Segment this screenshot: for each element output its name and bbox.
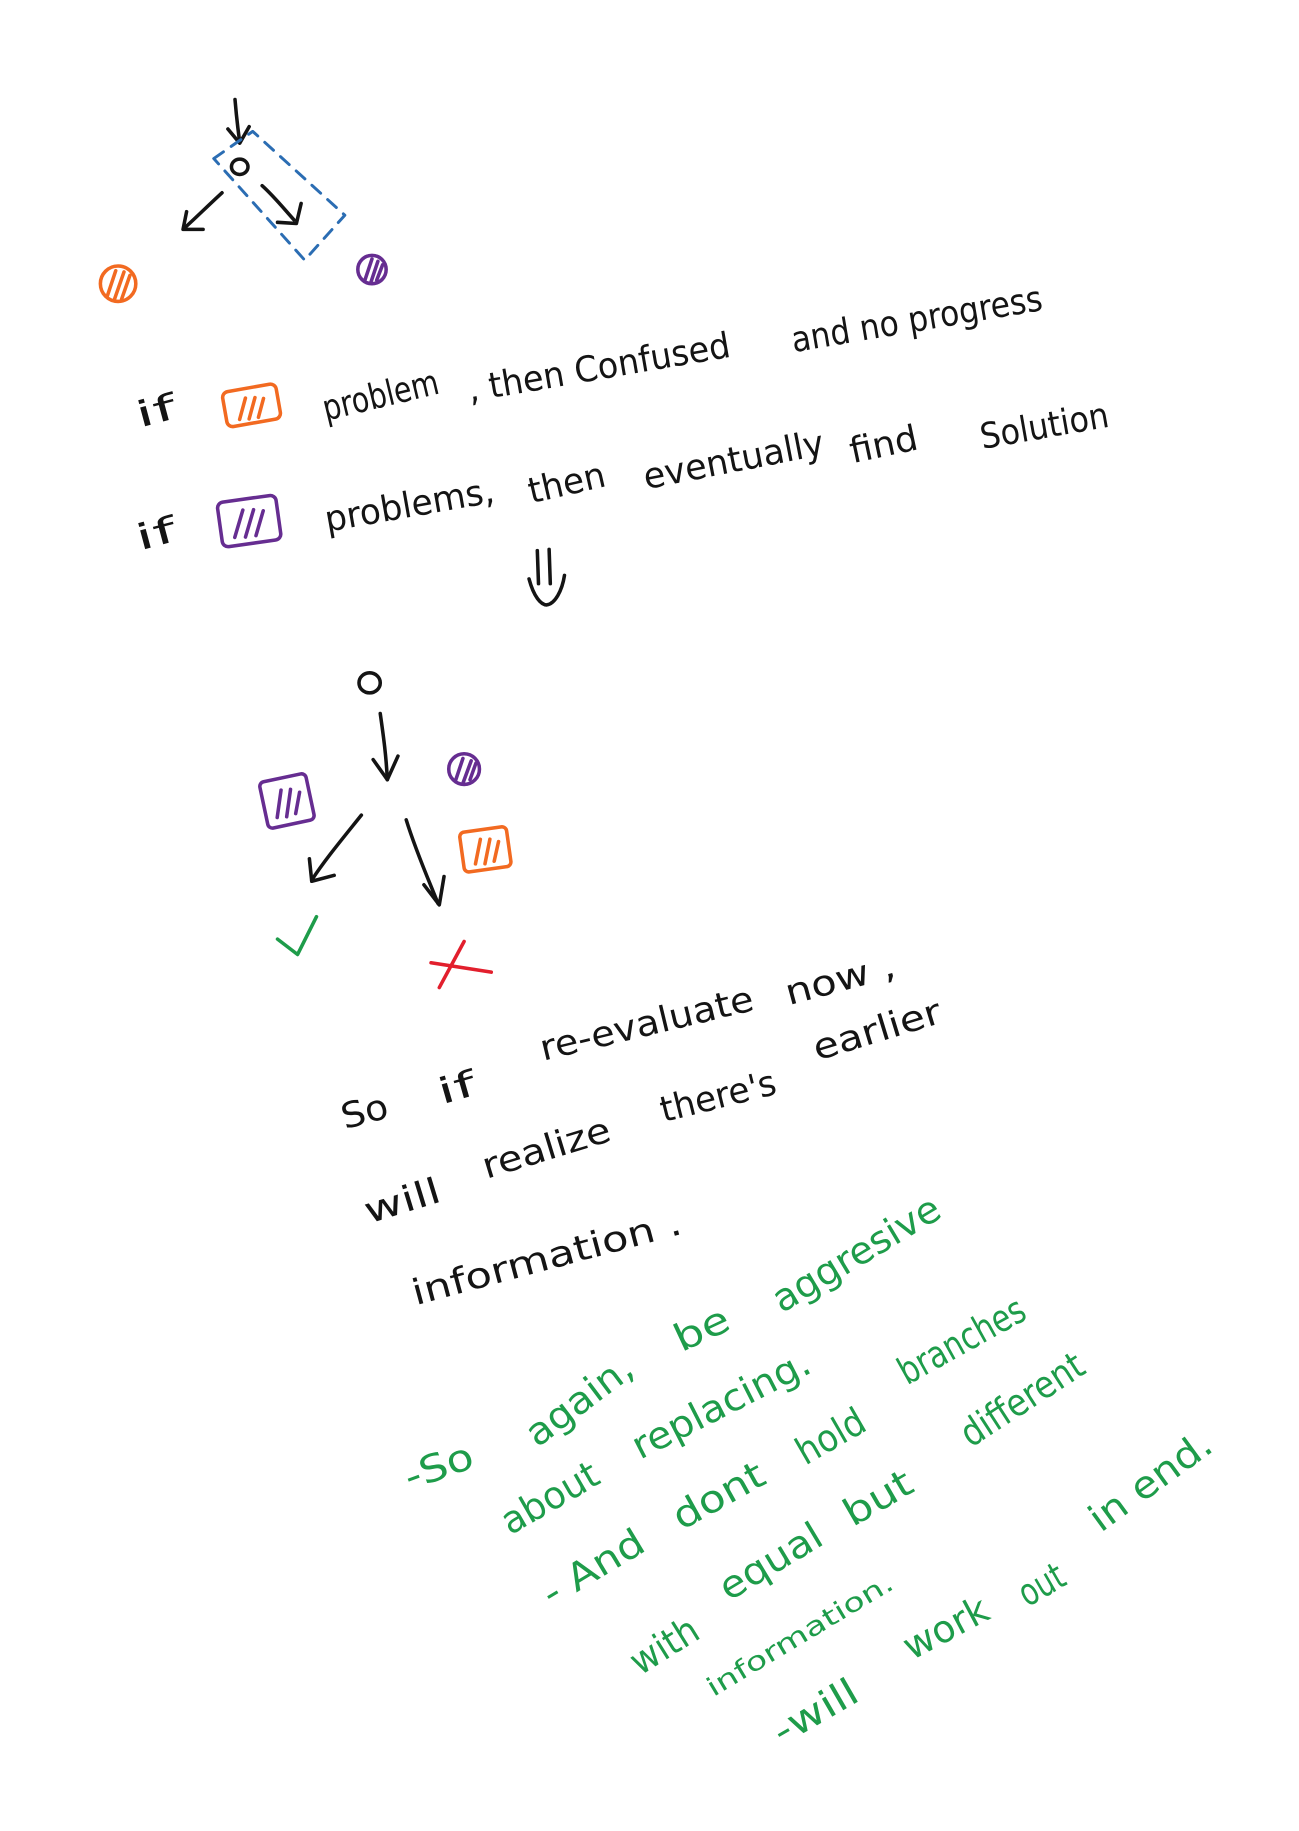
left-child-arrow-icon: [307, 813, 364, 884]
conclusion-word: So: [337, 1086, 393, 1138]
purple-square-outline: [215, 493, 283, 549]
right-branch-arrow-head: [275, 201, 303, 226]
orange-square-hatch: [237, 395, 266, 422]
top-branch-diagram: [98, 97, 388, 304]
purple-circle-hatch: [363, 257, 385, 285]
orange-hatched-circle-icon: [98, 264, 138, 304]
dashed-selection-box: [212, 129, 347, 262]
note-word: - And: [533, 1520, 652, 1615]
note-word: -So: [398, 1433, 480, 1499]
statement-purple-find: find: [846, 418, 922, 472]
conclusion-word: now ,: [781, 945, 900, 1014]
conclusion-word: realize: [477, 1110, 615, 1188]
left-child-arrow-shaft: [309, 813, 364, 882]
note-word: dont: [664, 1452, 772, 1539]
purple-hatched-circle-icon: [356, 253, 388, 286]
statement-purple-eventually: eventually: [640, 423, 828, 498]
tree-purple-square-outline: [258, 772, 316, 830]
note-word: out: [1010, 1554, 1073, 1616]
tree-orange-square-outline: [458, 825, 513, 874]
note-word: in end.: [1080, 1422, 1221, 1541]
right-child-arrow-shaft: [404, 818, 440, 906]
double-arrow-head: [527, 573, 567, 607]
statement-orange: if problem , then Confused and no progre…: [131, 278, 1045, 436]
purple-hatched-square-icon: [215, 493, 283, 549]
purple-hatched-circle-icon: [446, 751, 482, 787]
conclusion-word: re-evaluate: [536, 979, 758, 1070]
check-mark-icon: [275, 914, 319, 957]
statement-purple-solution: Solution: [977, 395, 1112, 458]
double-arrow-strokes: [535, 547, 553, 586]
note-word: be: [667, 1297, 737, 1361]
left-branch-arrow-icon: [181, 191, 224, 232]
note-word: with: [622, 1608, 707, 1684]
left-child-arrow-head: [307, 857, 336, 884]
note-word: about: [493, 1452, 607, 1543]
orange-square-outline: [220, 382, 283, 429]
statement-purple-problems: problems,: [322, 470, 498, 540]
purple-square-hatch: [233, 507, 265, 540]
note-word: equal: [711, 1513, 831, 1609]
statement-orange-problem: problem: [318, 362, 442, 429]
tree-orange-square-hatch: [473, 837, 501, 866]
right-branch-arrow-shaft: [260, 183, 296, 222]
orange-circle-hatch: [105, 268, 132, 301]
tree-purple-square-hatch: [275, 787, 302, 820]
conclusion-word: if: [433, 1063, 483, 1114]
orange-hatched-square-icon: [458, 825, 513, 874]
note-word: work: [895, 1587, 996, 1669]
statement-purple-if: if: [131, 509, 183, 560]
double-down-arrow-icon: [527, 547, 567, 607]
root-arrow-shaft: [378, 711, 390, 782]
note-word: again,: [516, 1346, 642, 1456]
statement-orange-then: , then Confused: [465, 325, 734, 411]
right-child-arrow-icon: [404, 818, 446, 907]
tree-diagram: [258, 671, 513, 990]
root-down-arrow-icon: [371, 711, 400, 782]
right-branch-arrow-icon: [260, 183, 303, 226]
tree-purple-circle-hatch: [454, 756, 478, 786]
tree-root-node-icon: [357, 671, 383, 695]
note-word: hold: [788, 1399, 873, 1474]
note-word: different: [952, 1343, 1093, 1456]
note-word: branches: [890, 1287, 1033, 1393]
right-child-arrow-head: [422, 874, 446, 907]
orange-circle-outline: [98, 264, 138, 304]
note-word: but: [835, 1460, 920, 1535]
conclusion-word: there's: [656, 1063, 781, 1131]
statement-orange-if: if: [131, 386, 183, 437]
root-arrow-head: [371, 754, 400, 782]
conclusion-word: will: [359, 1170, 446, 1232]
note-word: aggresive: [764, 1186, 949, 1321]
note-word: replacing.: [624, 1340, 818, 1468]
statement-purple-then: then: [524, 455, 609, 512]
cross-mark-icon: [429, 939, 494, 990]
statement-orange-outcome: and no progress: [788, 278, 1045, 361]
note-word: -will: [764, 1669, 866, 1753]
left-branch-arrow-shaft: [182, 191, 224, 230]
orange-hatched-square-icon: [220, 382, 283, 429]
node-circle-icon: [229, 157, 250, 177]
incoming-arrow-icon: [226, 97, 251, 145]
conclusion-word: information .: [407, 1202, 686, 1313]
purple-hatched-square-icon: [258, 772, 316, 830]
incoming-arrow-head: [226, 124, 251, 145]
left-branch-arrow-head: [181, 209, 205, 232]
incoming-arrow-shaft: [233, 97, 242, 144]
